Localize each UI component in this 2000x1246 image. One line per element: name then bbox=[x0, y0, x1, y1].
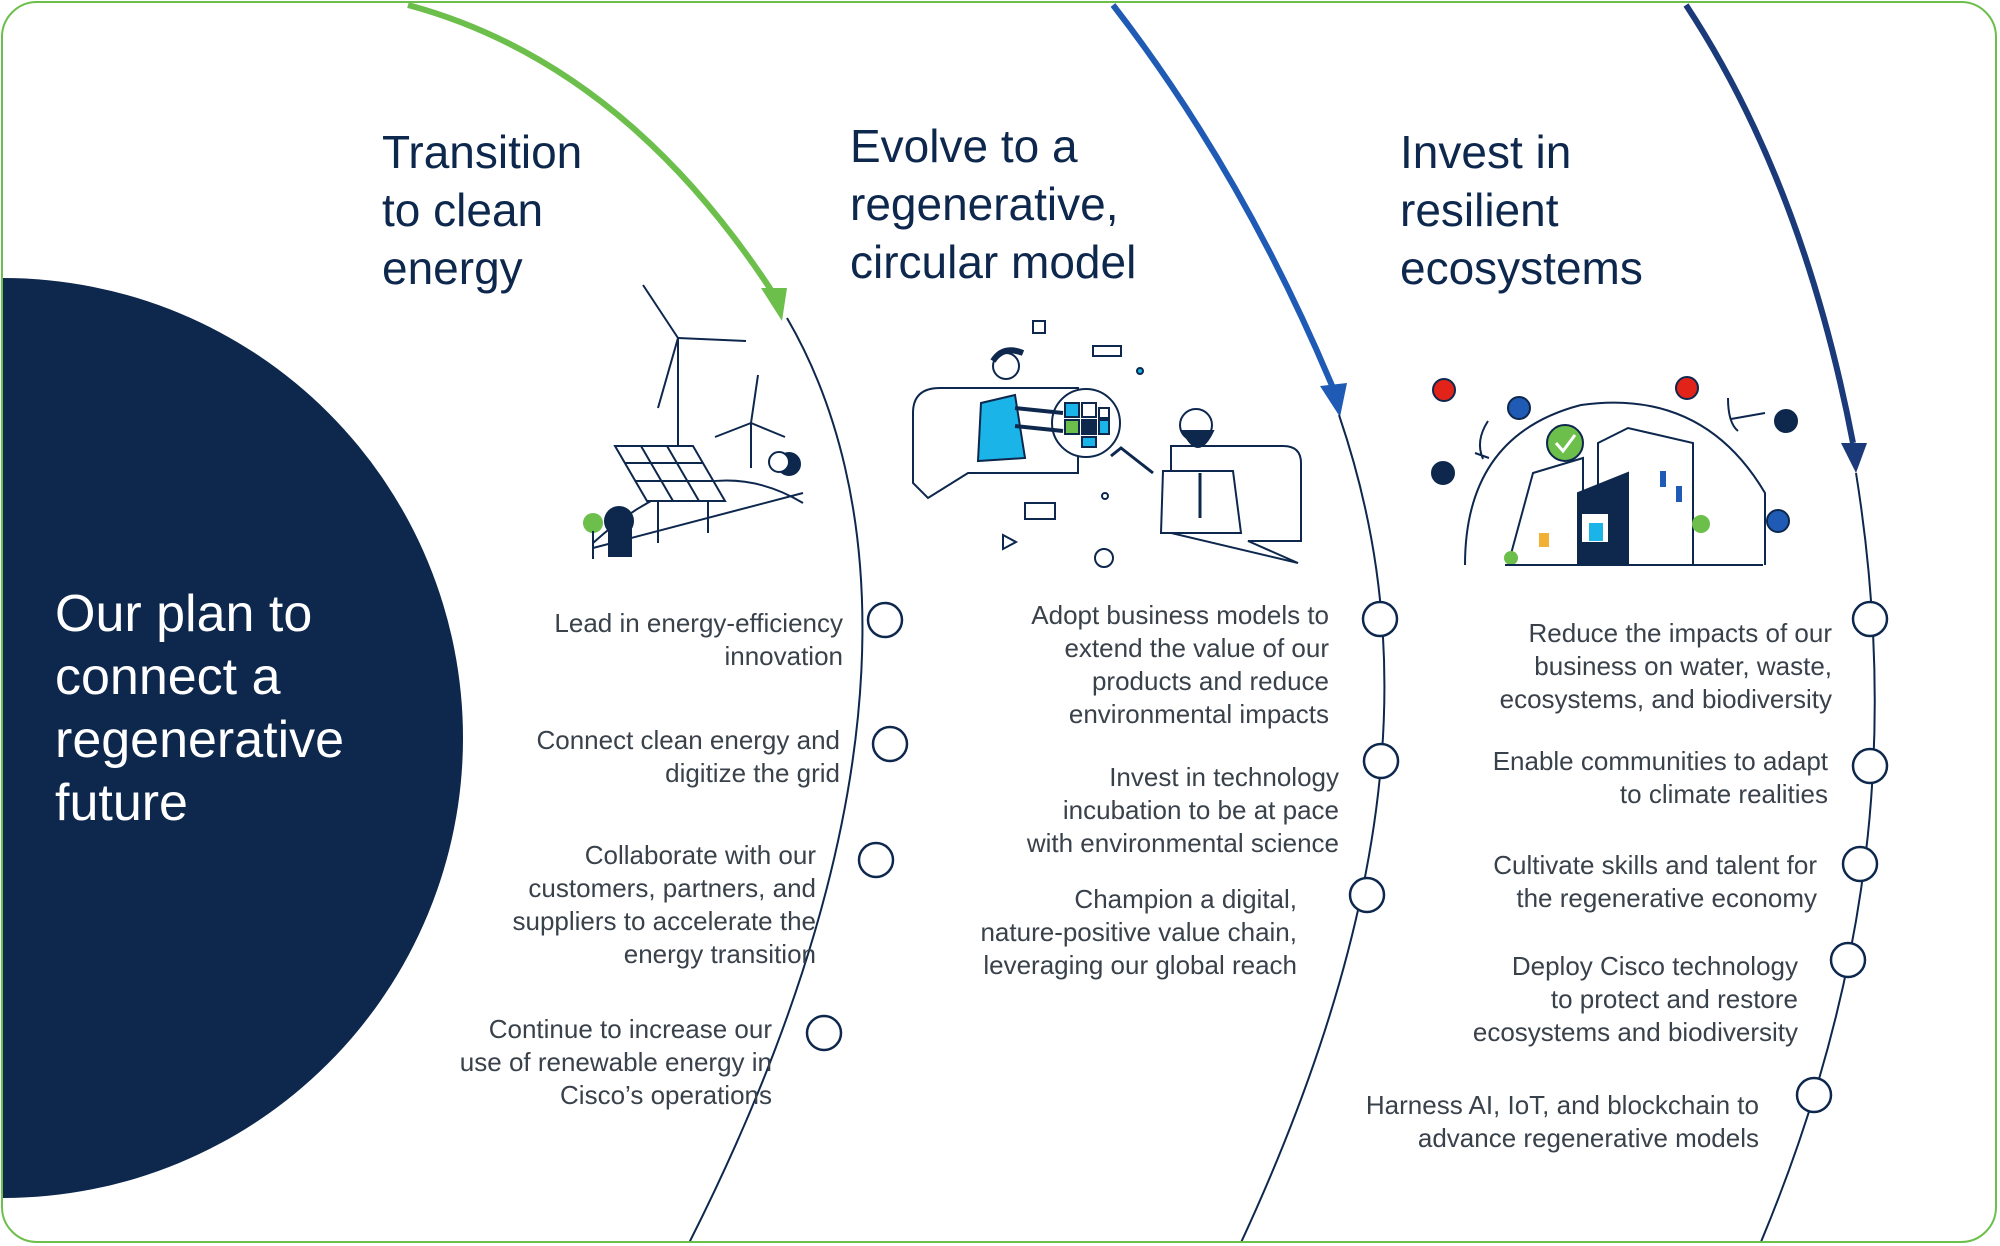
arc-1-arrow bbox=[407, 3, 776, 295]
arc-2-arrowhead bbox=[1320, 383, 1347, 417]
node-3-3 bbox=[1841, 845, 1879, 883]
arc-1-arrowhead bbox=[761, 288, 787, 321]
pillar-title-circular-model: Evolve to a regenerative, circular model bbox=[850, 120, 1137, 288]
pillar-title-resilient-ecosystems: Invest in resilient ecosystems bbox=[1400, 126, 1643, 294]
plan-circle bbox=[3, 278, 463, 1198]
node-2-1 bbox=[1361, 600, 1399, 638]
wind-turbines-solar-panel-icon bbox=[583, 284, 804, 559]
plan-title: Our plan to connect a regenerative futur… bbox=[55, 585, 345, 832]
node-3-4 bbox=[1829, 941, 1867, 979]
arc-1-line bbox=[688, 317, 864, 1241]
arc-3-line bbox=[1760, 472, 1876, 1241]
arc-2-arrow bbox=[1110, 3, 1336, 390]
node-3-2 bbox=[1851, 747, 1889, 785]
node-2-3 bbox=[1348, 876, 1386, 914]
node-1-4 bbox=[805, 1014, 843, 1052]
arc-3-arrowhead bbox=[1841, 443, 1867, 473]
people-circular-sphere-icon bbox=[912, 320, 1302, 568]
node-3-1 bbox=[1851, 600, 1889, 638]
ecosystem-dots bbox=[1431, 376, 1798, 533]
node-2-2 bbox=[1362, 742, 1400, 780]
node-1-2 bbox=[871, 725, 909, 763]
pillar-title-clean-energy: Transition to clean energy bbox=[382, 126, 583, 294]
diagram-graphics bbox=[3, 3, 1889, 1241]
arc-3-arrow bbox=[1683, 3, 1856, 444]
list-item: Champion a digital,nature-positive value… bbox=[980, 884, 1297, 980]
resilient-buildings-checkmark-icon bbox=[1464, 397, 1766, 566]
node-1-3 bbox=[857, 841, 895, 879]
node-1-1 bbox=[866, 601, 904, 639]
node-3-5 bbox=[1795, 1076, 1833, 1114]
